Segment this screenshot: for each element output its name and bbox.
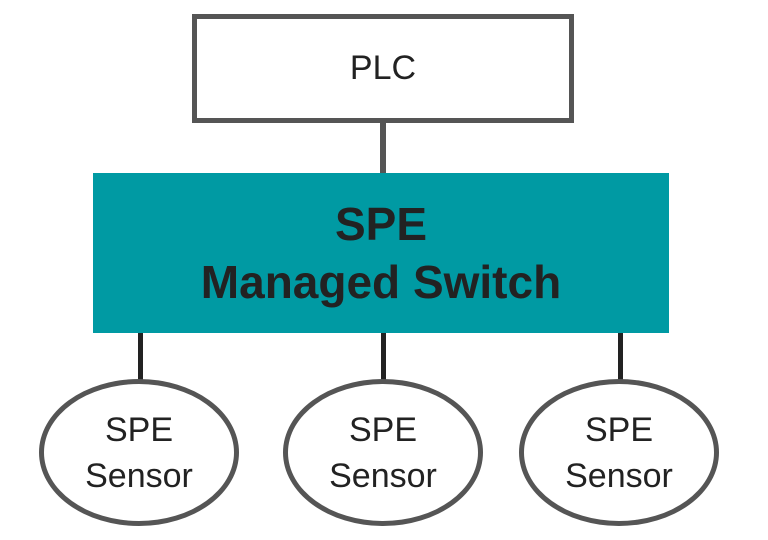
switch-sensor-2-connector: [381, 333, 386, 381]
switch-label-line1: SPE: [334, 198, 428, 250]
sensor-3-label-line1: SPE: [584, 410, 654, 449]
plc-label: PLC: [349, 49, 417, 87]
sensor-2-label-line1: SPE: [348, 410, 418, 449]
plc-switch-connector: [380, 123, 386, 173]
managed-switch-node: SPE Managed Switch: [93, 173, 669, 333]
sensor-node-3: SPE Sensor: [519, 379, 719, 526]
sensor-1-label-line1: SPE: [104, 410, 174, 449]
sensor-node-1: SPE Sensor: [39, 379, 239, 526]
sensor-3-label-line2: Sensor: [565, 456, 673, 495]
switch-sensor-1-connector: [138, 333, 143, 381]
sensor-node-2: SPE Sensor: [283, 379, 483, 526]
sensor-1-label-line2: Sensor: [85, 456, 193, 495]
sensor-2-label-line2: Sensor: [329, 456, 437, 495]
switch-label-line2: Managed Switch: [200, 256, 562, 308]
switch-sensor-3-connector: [618, 333, 623, 381]
plc-node: PLC: [192, 14, 574, 123]
